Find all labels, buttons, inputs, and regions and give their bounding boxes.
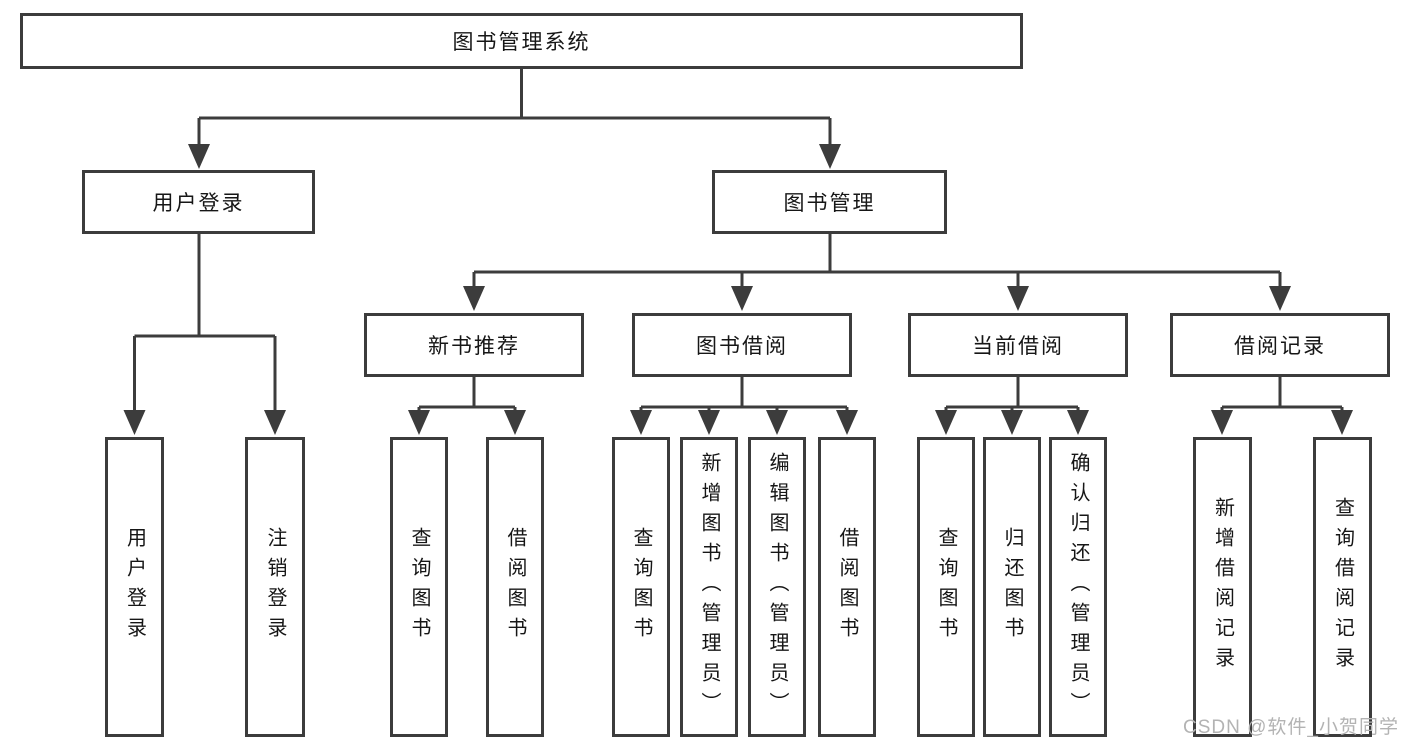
node-book-borrowing: 图书借阅	[632, 313, 852, 377]
leaf-label: 借阅图书	[504, 527, 526, 647]
connector-book-borrowing-branch	[639, 377, 849, 414]
node-label: 用户登录	[152, 192, 245, 215]
leaf-label: 查询图书	[630, 527, 652, 647]
node-label: 图书管理系统	[452, 31, 591, 54]
arrowheads	[123, 144, 1353, 435]
leaf-borrow-books-recommendation: 借阅图书	[486, 437, 544, 737]
leaf-add-book-admin: 新增图书（管理员）	[680, 437, 738, 737]
node-borrowing-records: 借阅记录	[1170, 313, 1390, 377]
leaf-label: 归还图书	[1001, 527, 1023, 647]
leaf-user-login: 用户登录	[105, 437, 164, 737]
node-new-book-recommendation: 新书推荐	[364, 313, 584, 377]
leaf-query-borrow-record: 查询借阅记录	[1313, 437, 1372, 737]
leaf-label: 查询借阅记录	[1331, 497, 1354, 677]
node-current-borrowing: 当前借阅	[908, 313, 1128, 377]
leaf-query-books-recommendation: 查询图书	[390, 437, 448, 737]
connector-root-to-level2	[197, 69, 832, 146]
leaf-label: 查询图书	[408, 527, 430, 647]
node-label: 当前借阅	[972, 335, 1064, 358]
node-book-management: 图书管理	[712, 170, 947, 234]
node-label: 借阅记录	[1234, 335, 1326, 358]
leaf-add-borrow-record: 新增借阅记录	[1193, 437, 1252, 737]
node-label: 图书借阅	[696, 335, 788, 358]
leaf-label: 编辑图书（管理员）	[766, 452, 788, 722]
node-label: 新书推荐	[428, 335, 520, 358]
leaf-logout: 注销登录	[245, 437, 305, 737]
node-library-management-system: 图书管理系统	[20, 13, 1023, 69]
leaf-label: 注销登录	[264, 527, 286, 647]
leaf-return-book: 归还图书	[983, 437, 1041, 737]
leaf-label: 新增借阅记录	[1211, 497, 1234, 677]
leaf-borrow-books-borrowing: 借阅图书	[818, 437, 876, 737]
leaf-label: 新增图书（管理员）	[698, 452, 720, 722]
connector-user-login-branch	[133, 234, 277, 412]
watermark: CSDN @软件_小贺同学	[1183, 717, 1399, 738]
leaf-confirm-return-admin: 确认归还（管理员）	[1049, 437, 1107, 737]
leaf-query-books-current: 查询图书	[917, 437, 975, 737]
leaf-label: 用户登录	[123, 527, 146, 647]
connector-book-management-branch	[472, 234, 1282, 288]
leaf-query-books-borrowing: 查询图书	[612, 437, 670, 737]
leaf-label: 查询图书	[935, 527, 957, 647]
leaf-label: 确认归还（管理员）	[1067, 452, 1089, 722]
node-label: 图书管理	[783, 192, 876, 215]
connector-new-book-recommendation-branch	[417, 377, 517, 414]
connector-current-borrowing-branch	[944, 377, 1080, 414]
connector-borrowing-records-branch	[1220, 377, 1344, 414]
leaf-edit-book-admin: 编辑图书（管理员）	[748, 437, 806, 737]
leaf-label: 借阅图书	[836, 527, 858, 647]
node-user-login: 用户登录	[82, 170, 315, 234]
